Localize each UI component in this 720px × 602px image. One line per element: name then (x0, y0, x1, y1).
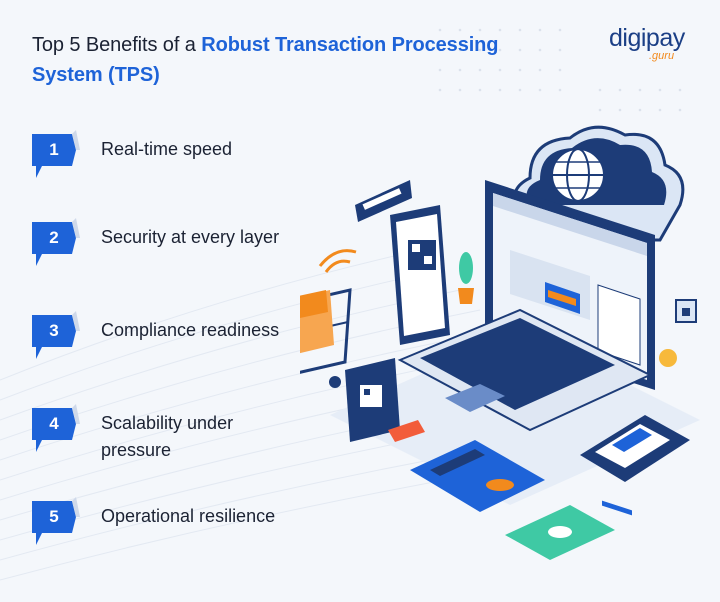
title-plain: Top 5 Benefits of a (32, 34, 202, 56)
credit-card-icon (410, 440, 545, 512)
benefit-number: 4 (49, 414, 59, 433)
number-badge-icon (32, 404, 80, 452)
brand-suffix: .guru (649, 50, 675, 62)
benefit-number: 2 (49, 228, 59, 247)
plant-icon (458, 252, 474, 304)
dot-grid (438, 28, 682, 112)
brand-logo: digipay .guru (609, 24, 699, 72)
benefit-item-2: 2 Security at every layer (32, 218, 292, 278)
shopping-bag-icon (345, 358, 400, 442)
number-badge-icon (32, 497, 80, 545)
benefit-label: Scalability under pressure (101, 413, 234, 460)
chat-bubble-icon (355, 180, 412, 222)
benefit-label: Compliance readiness (101, 320, 280, 340)
wifi-icon (318, 249, 357, 273)
benefit-item-3: 3 Compliance readiness (32, 311, 292, 371)
benefit-item-4: 4 Scalability under pressure (32, 404, 292, 464)
shopping-cart-icon (300, 288, 352, 388)
cash-note-icon (505, 505, 615, 560)
tps-illustration (300, 125, 700, 560)
benefit-number: 1 (49, 140, 59, 159)
coin-icon (659, 349, 677, 367)
card-terminal-icon (580, 415, 690, 482)
benefit-label: Security at every layer (101, 227, 280, 247)
benefit-number: 5 (49, 507, 59, 526)
benefit-number: 3 (49, 321, 59, 340)
lock-icon (675, 299, 697, 323)
card-slot-icon (388, 420, 425, 442)
number-badge-icon (32, 218, 80, 266)
benefit-label: Real-time speed (101, 139, 233, 159)
number-badge-icon (32, 311, 80, 359)
benefit-item-5: 5 Operational resilience (32, 497, 292, 557)
brand-name: digipay (609, 24, 685, 52)
number-badge-icon (32, 130, 80, 178)
title-accent: Robust Transaction Processing System (TP… (32, 34, 499, 86)
benefit-label: Operational resilience (101, 506, 276, 526)
benefit-item-1: 1 Real-time speed (32, 130, 292, 190)
page-title: Top 5 Benefits of a Robust Transaction P… (32, 30, 572, 90)
phone-qr-icon (390, 205, 450, 345)
laptop-icon (397, 308, 653, 432)
